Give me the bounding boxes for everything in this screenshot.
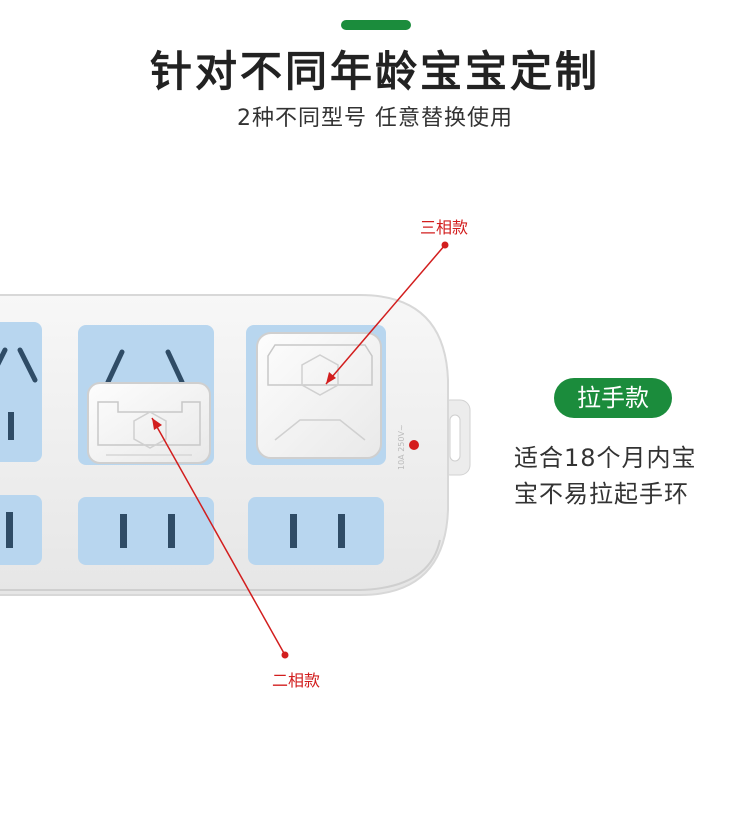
page-subtitle: 2种不同型号 任意替换使用: [237, 106, 513, 131]
svg-text:10A 250V~: 10A 250V~: [397, 424, 406, 470]
socket-partial-left: [0, 322, 42, 462]
socket-two-phase-right: [248, 497, 384, 565]
callout-line-three-phase: [325, 241, 449, 385]
page-title: 针对不同年龄宝宝定制: [149, 47, 600, 96]
pull-tab-badge: 拉手款: [554, 378, 672, 418]
feature-desc-line2: 宝不易拉起手环: [514, 480, 689, 508]
socket-two-phase-left: [78, 497, 214, 565]
feature-desc-line1: 适合18个月内宝: [514, 444, 697, 472]
callout-two-phase-label: 二相款: [272, 671, 321, 690]
accent-bar: [341, 20, 411, 30]
callout-line-two-phase: [151, 417, 289, 659]
callout-three-phase-label: 三相款: [420, 218, 469, 237]
three-phase-cover: [256, 332, 382, 459]
indicator-light: [409, 440, 419, 450]
two-phase-cover: [87, 382, 211, 464]
